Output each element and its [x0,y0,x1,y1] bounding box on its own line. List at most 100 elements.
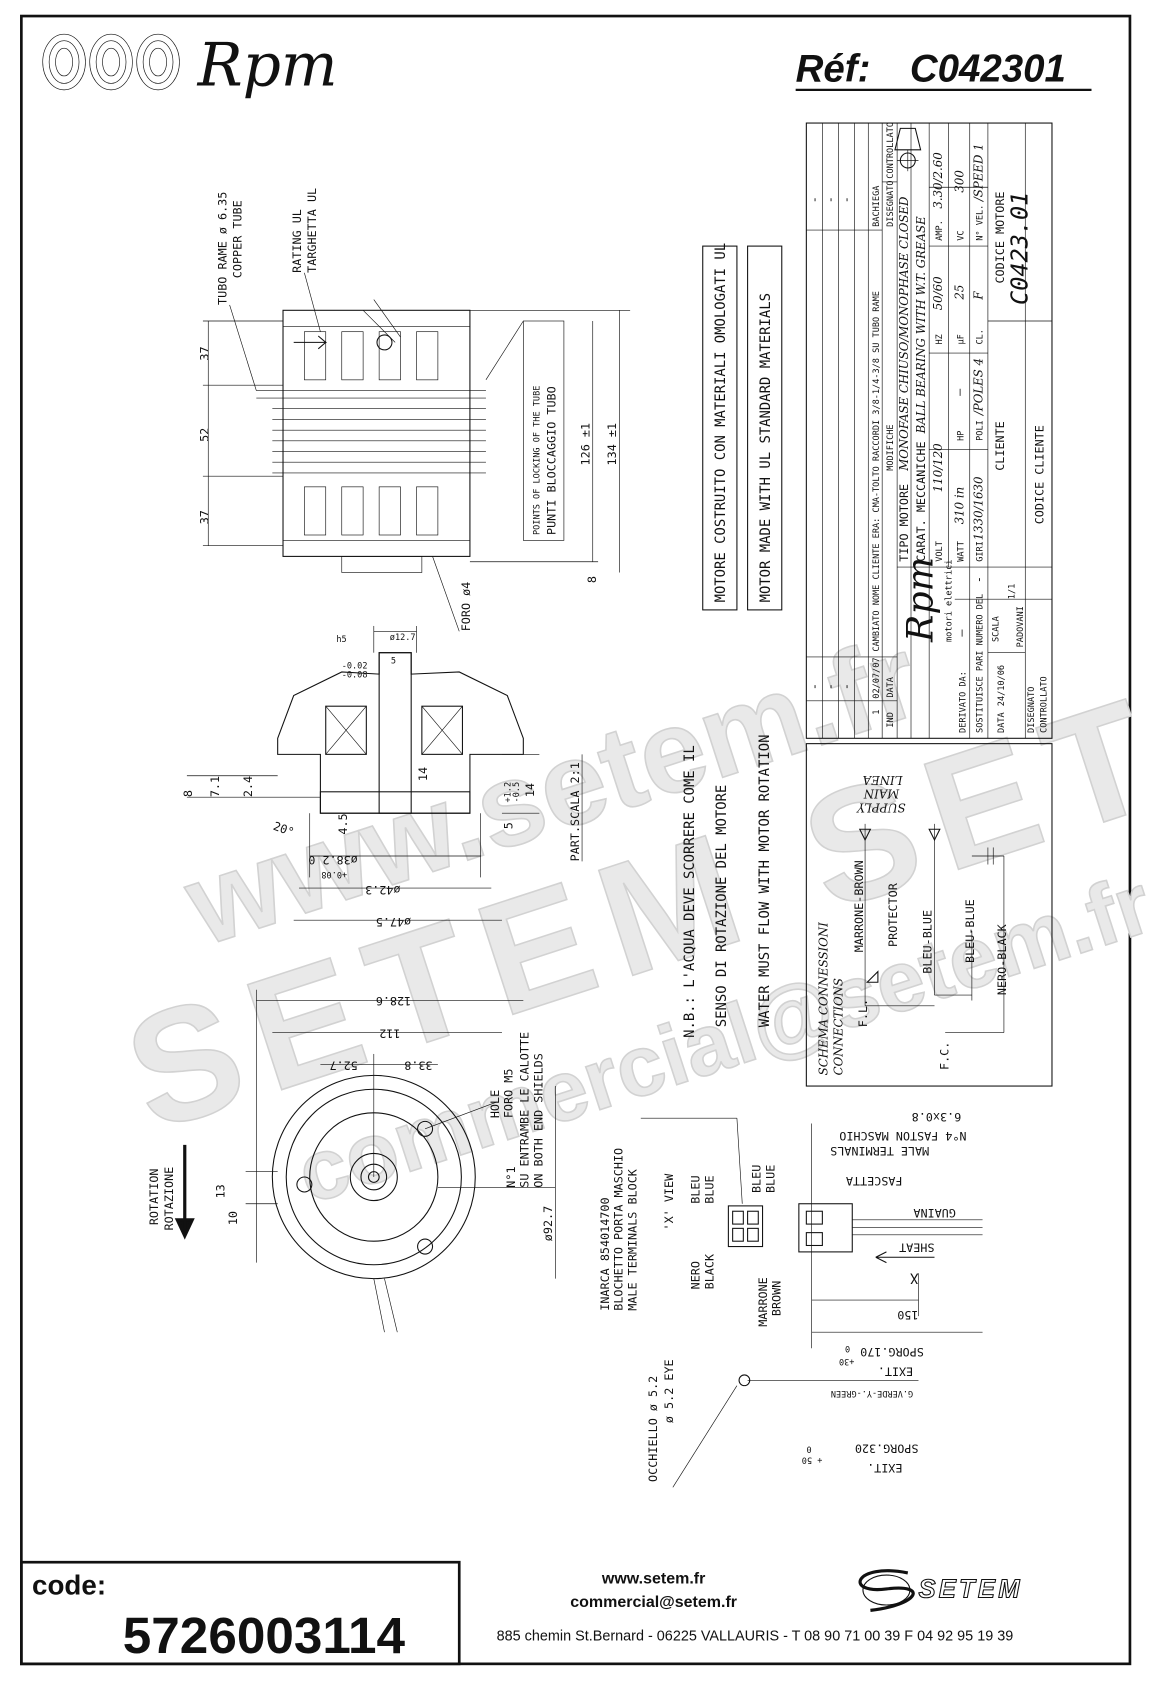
svg-text:EXIT.: EXIT. [867,1461,902,1475]
svg-text:F.L.: F.L. [856,999,870,1027]
svg-text:7.1: 7.1 [208,776,222,797]
svg-text:motori elettrici: motori elettrici [945,560,955,642]
svg-text:POINTS OF LOCKING OF THE TUBE: POINTS OF LOCKING OF THE TUBE [532,386,542,535]
svg-text:SU ENTRAMBE LE CALOTTE: SU ENTRAMBE LE CALOTTE [518,1032,532,1188]
rpm-logo: Rpm [42,31,338,101]
svg-text:X: X [909,1269,918,1285]
svg-text:5: 5 [391,656,396,666]
motor-code: C0423.01 [1005,192,1033,305]
tolerance-symbol-icon [894,127,922,172]
svg-text:2.4: 2.4 [241,776,255,797]
ul-note-it: MOTORE COSTRUITO CON MATERIALI OMOLOGATI… [713,243,729,603]
svg-text:1/1: 1/1 [1008,584,1018,599]
svg-text:CONTROLLATO: CONTROLLATO [886,122,896,179]
svg-text:DISEGNATO: DISEGNATO [1027,687,1037,733]
svg-text:G.VERDE-Y.-GREEN: G.VERDE-Y.-GREEN [831,1388,913,1398]
svg-text:FORO ø4: FORO ø4 [459,582,473,632]
svg-text:PROTECTOR: PROTECTOR [886,882,900,947]
svg-text:PART.SCALA 2:1: PART.SCALA 2:1 [568,762,582,861]
svg-text:10: 10 [226,1211,240,1225]
svg-text:+30: +30 [839,1356,854,1366]
motor-side-view: 37 52 37 126 ±1 134 ±1 8 TUBO RAME ø 6.3… [197,188,631,632]
svg-text:DERIVATO DA:: DERIVATO DA: [958,671,968,733]
svg-text:HP: HP [956,431,966,441]
svg-text:4.5: 4.5 [336,813,350,834]
svg-text:BROWN: BROWN [770,1281,784,1316]
svg-text:FASCETTA: FASCETTA [846,1174,903,1188]
svg-text:126 ±1: 126 ±1 [579,423,593,465]
svg-text:HZ: HZ [935,334,945,344]
svg-text:DISEGNATO: DISEGNATO [886,180,896,226]
svg-text:EXIT.: EXIT. [878,1364,913,1378]
svg-text:NERO: NERO [689,1261,703,1289]
svg-text:N°1: N°1 [504,1166,518,1187]
svg-text:300: 300 [952,170,966,193]
svg-text:BALL BEARING WITH W.T. GREASE: BALL BEARING WITH W.T. GREASE [914,216,928,434]
svg-text:1330/1630: 1330/1630 [972,476,986,540]
connector-detail: INARCA 854014700 BLOCHETTO PORTA MASCHIO… [598,1110,983,1488]
svg-text:52: 52 [197,428,211,442]
svg-text:INARCA 854014700: INARCA 854014700 [598,1197,612,1310]
svg-text:CONTROLLATO: CONTROLLATO [1040,676,1050,733]
svg-text:N°4 FASTON MASCHIO: N°4 FASTON MASCHIO [839,1129,966,1143]
svg-text:GIRI: GIRI [976,541,986,562]
footer-email[interactable]: commercial@setem.fr [570,1593,737,1611]
svg-text:CARAT. MECCANICHE: CARAT. MECCANICHE [914,441,928,561]
svg-text:'X' VIEW: 'X' VIEW [662,1173,676,1231]
svg-text:SETEM: SETEM [918,1575,1022,1603]
svg-text:HOLE: HOLE [488,1090,502,1118]
shaft-section-view: ø12.7 h5 -0.02 -0.08 5 2.4 8 7.1 20° 4.5… [181,625,583,929]
svg-text:112: 112 [379,1026,400,1040]
svg-text:CL.: CL. [976,329,986,344]
svg-text:/POLES 4: /POLES 4 [972,358,986,416]
svg-text:FORO M5: FORO M5 [502,1069,516,1119]
svg-text:TIPO MOTORE: TIPO MOTORE [897,484,911,562]
svg-text:52.7: 52.7 [330,1058,358,1072]
svg-text:BLEU-BLUE: BLEU-BLUE [963,899,977,963]
svg-text:—: — [954,629,968,637]
svg-text:GUAINA: GUAINA [913,1206,955,1220]
svg-text:134 ±1: 134 ±1 [605,423,619,465]
footer-address: 885 chemin St.Bernard - 06225 VALLAURIS … [497,1628,1014,1644]
connection-schema: LINEA MAIN SUPPLY MARRONE-BROWN PROTECTO… [805,743,1053,1087]
svg-text:CODICE CLIENTE: CODICE CLIENTE [1032,425,1046,524]
svg-text:BLACK: BLACK [702,1253,716,1289]
svg-text:14: 14 [523,783,537,797]
svg-text:ø42.3: ø42.3 [365,883,400,897]
svg-text:+ 50: + 50 [802,1454,823,1464]
svg-text:ROTATION: ROTATION [147,1169,161,1226]
svg-text:BLEU: BLEU [689,1175,703,1203]
svg-text:SCALA: SCALA [992,616,1002,642]
watermark: www.setem.fr SETEM SETEM commercial@sete… [106,572,1154,1223]
svg-text:-0.5: -0.5 [512,782,522,803]
svg-text:BLUE: BLUE [702,1175,716,1203]
svg-text:OCCHIELLO ø 5.2: OCCHIELLO ø 5.2 [646,1376,660,1482]
svg-text:BLUE: BLUE [763,1165,777,1193]
svg-text:—: — [952,388,966,396]
svg-text:128.6: 128.6 [376,994,411,1008]
svg-text:ø 5.2 EYE: ø 5.2 EYE [662,1359,676,1423]
svg-text:ø38.2 0: ø38.2 0 [308,853,357,867]
svg-text:13: 13 [213,1184,227,1198]
ul-note-en: MOTOR MADE WITH UL STANDARD MATERIALS [758,293,774,602]
svg-text:-0.08: -0.08 [342,670,368,680]
svg-text:Rpm: Rpm [197,31,338,101]
svg-text:CODICE MOTORE: CODICE MOTORE [993,191,1007,283]
svg-text:SHEAT: SHEAT [899,1240,934,1254]
svg-text:33.8: 33.8 [404,1058,432,1072]
svg-text:PUNTI BLOCCAGGIO TUBO: PUNTI BLOCCAGGIO TUBO [544,386,558,535]
svg-text:ø12.7: ø12.7 [390,633,416,643]
setem-logo: SETEM [858,1569,1022,1612]
svg-text:CLIENTE: CLIENTE [993,421,1007,471]
svg-text:ø47.5: ø47.5 [376,915,411,929]
svg-text:WATER MUST FLOW WITH MOTOR ROT: WATER MUST FLOW WITH MOTOR ROTATION [757,735,773,1028]
svg-text:BLEU: BLEU [749,1165,763,1193]
footer-web[interactable]: www.setem.fr [601,1570,705,1588]
ref-value: C042301 [910,47,1066,90]
nb-note: N.B.: L'ACQUA DEVE SCORRERE COME IL [682,745,698,1038]
svg-text:POLI: POLI [976,420,986,441]
svg-text:ø92.7: ø92.7 [541,1206,555,1241]
svg-text:25: 25 [952,285,966,301]
svg-text:110/120: 110/120 [931,443,945,492]
